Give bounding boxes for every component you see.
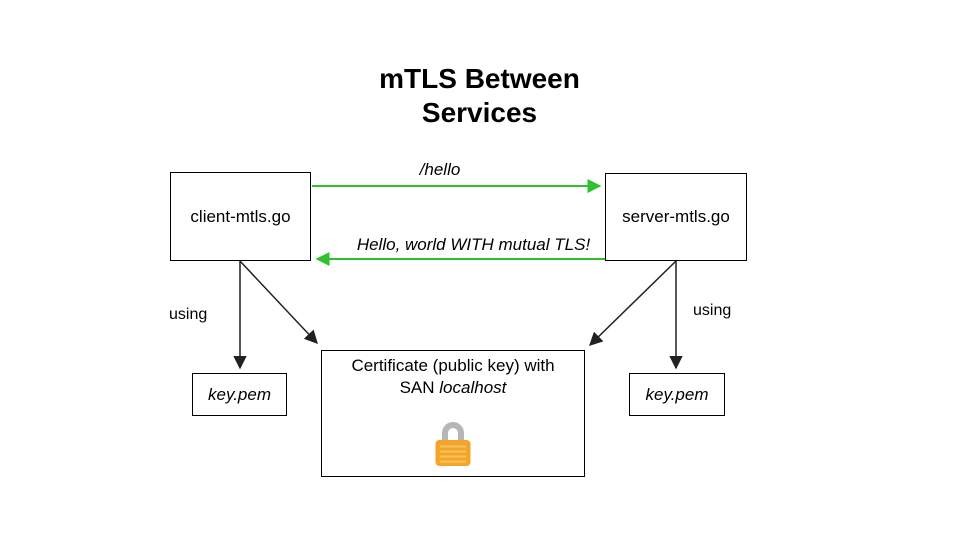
client-to-certificate-arrow (239, 260, 318, 344)
server-box: server-mtls.go (605, 173, 747, 261)
key-pem-box-left: key.pem (192, 373, 287, 416)
key-pem-box-right: key.pem (629, 373, 725, 416)
server-to-certificate-arrow (589, 260, 677, 346)
key-pem-label-left: key.pem (208, 384, 271, 404)
certificate-label-line1: Certificate (public key) with (351, 356, 555, 375)
request-label: /hello (419, 160, 461, 179)
certificate-box: Certificate (public key) with SAN localh… (321, 350, 585, 477)
lock-icon (434, 419, 472, 467)
using-label-left: using (169, 306, 208, 323)
response-label: Hello, world WITH mutual TLS! (356, 235, 591, 254)
using-label-right: using (693, 302, 732, 319)
certificate-san-hostname: localhost (439, 378, 507, 397)
client-box-label: client-mtls.go (190, 206, 291, 226)
certificate-san-prefix: SAN (399, 378, 440, 397)
client-box: client-mtls.go (170, 172, 311, 261)
page-title: mTLS Between Services (379, 63, 580, 128)
server-box-label: server-mtls.go (622, 207, 730, 226)
key-pem-label-right: key.pem (645, 384, 709, 404)
certificate-label-line2: SAN localhost (322, 377, 584, 399)
